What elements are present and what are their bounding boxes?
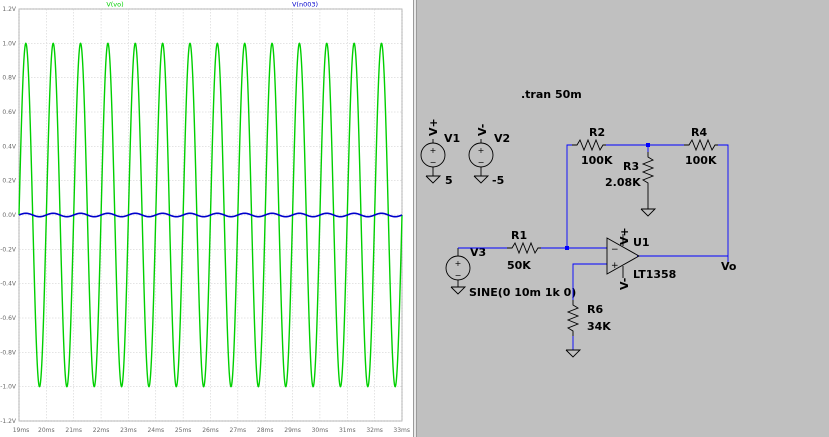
trace-label-n003[interactable]: V(n003) (292, 1, 318, 9)
r1-name: R1 (511, 229, 527, 242)
r6-name: R6 (587, 303, 603, 316)
tran-directive[interactable]: .tran 50m (521, 88, 582, 101)
r1-value: 50K (507, 259, 531, 272)
resistor-r6[interactable] (566, 300, 580, 336)
ground-symbol (565, 349, 582, 358)
voltage-source-v1[interactable]: + − (420, 139, 446, 184)
svg-text:−: − (478, 158, 485, 167)
x-tick-label: 19ms (13, 427, 30, 434)
x-tick-label: 24ms (147, 427, 164, 434)
wires (458, 144, 729, 350)
y-tick-label: -0.2V (0, 246, 17, 253)
y-tick-label: -0.8V (0, 349, 17, 356)
x-axis-ticks: 19ms 20ms 21ms 22ms 23ms 24ms 25ms 26ms 27ms 28ms… (13, 427, 410, 434)
x-tick-label: 20ms (38, 427, 55, 434)
resistor-r1[interactable] (507, 241, 541, 255)
trace-label-vo[interactable]: V(vo) (106, 1, 123, 9)
voltage-source-v2[interactable]: + − (468, 139, 494, 184)
y-tick-label: 0.8V (2, 75, 17, 82)
v3-value: SINE(0 10m 1k 0) (469, 286, 576, 299)
v1-name: V1 (444, 132, 460, 145)
v1-value: 5 (445, 174, 453, 187)
voltage-source-v3[interactable]: + − (445, 248, 471, 295)
y-tick-label: 0.6V (2, 109, 17, 116)
v2-name: V2 (494, 132, 510, 145)
opamp-name: U1 (633, 236, 650, 249)
svg-text:+: + (455, 259, 462, 268)
x-tick-label: 27ms (230, 427, 247, 434)
ground-symbol (640, 208, 657, 217)
svg-text:+: + (611, 261, 619, 271)
waveform-pane[interactable]: 1.2V 1.0V 0.8V 0.6V 0.4V 0.2V 0.0V -0.2V -0.4V -0… (0, 0, 413, 437)
x-tick-label: 28ms (257, 427, 274, 434)
v2-value: -5 (492, 174, 504, 187)
x-tick-label: 21ms (65, 427, 82, 434)
waveform-plot[interactable]: 1.2V 1.0V 0.8V 0.6V 0.4V 0.2V 0.0V -0.2V -0.4V -0… (0, 0, 413, 437)
junction-dot (565, 246, 569, 250)
resistor-r3[interactable] (641, 152, 655, 190)
opamp-u1[interactable]: − + (606, 234, 640, 278)
x-tick-label: 32ms (366, 427, 383, 434)
schematic-pane[interactable]: .tran 50m + − V+ V1 5 + − V- V2 -5 (417, 0, 829, 437)
pane-splitter[interactable] (413, 0, 417, 437)
y-tick-label: -1.2V (0, 418, 17, 425)
y-tick-label: -0.4V (0, 281, 17, 288)
y-tick-label: 1.2V (2, 6, 17, 13)
r3-value: 2.08K (605, 176, 641, 189)
r2-name: R2 (589, 126, 605, 139)
x-tick-label: 33ms (393, 427, 410, 434)
traces (18, 42, 403, 388)
opamp-vminus-label: V- (618, 278, 631, 290)
junction-dot (646, 143, 650, 147)
y-tick-label: 0.0V (2, 212, 17, 219)
svg-text:−: − (611, 245, 619, 255)
y-tick-label: 0.2V (2, 178, 17, 185)
trace-vn003[interactable] (18, 212, 403, 218)
grid-lines (18, 8, 403, 422)
r6-value: 34K (587, 320, 611, 333)
y-tick-label: 1.0V (2, 40, 17, 47)
y-tick-label: -0.6V (0, 315, 17, 322)
schematic-canvas[interactable]: .tran 50m + − V+ V1 5 + − V- V2 -5 (417, 0, 829, 437)
r3-name: R3 (623, 160, 639, 173)
v2-pin-label: V- (476, 124, 489, 136)
resistor-r4[interactable] (684, 138, 718, 152)
svg-text:+: + (478, 146, 485, 155)
x-tick-label: 23ms (120, 427, 137, 434)
x-tick-label: 31ms (339, 427, 356, 434)
opamp-vplus-label: V+ (618, 227, 631, 245)
r2-value: 100K (581, 154, 613, 167)
v3-name: V3 (470, 246, 486, 259)
output-net-label[interactable]: Vo (721, 260, 737, 273)
y-axis-ticks: 1.2V 1.0V 0.8V 0.6V 0.4V 0.2V 0.0V -0.2V -0.4V -0… (0, 6, 17, 425)
x-tick-label: 29ms (284, 427, 301, 434)
resistor-r2[interactable] (572, 138, 606, 152)
opamp-model: LT1358 (633, 268, 676, 281)
svg-text:−: − (430, 158, 437, 167)
x-tick-label: 25ms (175, 427, 192, 434)
svg-text:+: + (430, 146, 437, 155)
y-tick-label: 0.4V (2, 143, 17, 150)
y-tick-label: -1.0V (0, 384, 17, 391)
r4-name: R4 (691, 126, 707, 139)
x-tick-label: 22ms (93, 427, 110, 434)
r4-value: 100K (685, 154, 717, 167)
x-tick-label: 26ms (202, 427, 219, 434)
svg-text:−: − (455, 271, 462, 280)
v1-pin-label: V+ (427, 118, 440, 136)
x-tick-label: 30ms (312, 427, 329, 434)
